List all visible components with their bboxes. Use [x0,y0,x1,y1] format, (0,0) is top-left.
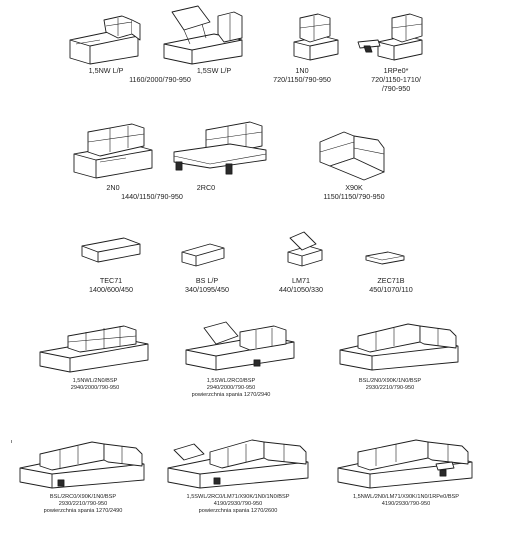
pouf-drawing [181,243,225,267]
pouf-drawing [365,251,405,265]
item-dimensions: 1160/2000/790-950 [129,75,191,84]
item-code: 1,5SW L/P [196,66,232,75]
pouf-drawing [287,231,323,267]
sofa-set-drawing [339,323,459,371]
item-label: 1,5SWL/2RC0/BSP 2940/2000/790-950 powier… [176,378,286,399]
sofa-module-1rpe0 [356,12,436,64]
item-label: 1,5NW L/P [86,66,126,75]
item-code: 1,5NWL/2N0/LM71/X90K/1N0/1RPe0/BSP [352,494,460,500]
set-1-5nwl-2n0-bsp [38,322,158,374]
pouf-tec71 [78,236,144,266]
sleeping-area: powierzchnia spania 1270/2940 [191,392,271,398]
sofa-module-x90k [314,128,394,182]
sofa-module-2n0 [70,123,170,180]
pouf-lm71 [282,230,330,268]
item-code: 1RPe0* [383,66,409,75]
item-code: 2N0 [106,183,120,192]
item-code: TEC71 [99,276,123,285]
item-label: LM71 440/1050/330 [256,276,346,294]
item-code: BSL/2RC0/X90K/1N0/BSP [49,494,117,500]
item-dimensions: 1400/600/450 [89,285,133,294]
item-label: BS L/P 340/1095/450 [162,276,252,294]
sofa-module-1-5nw [60,14,160,66]
item-dimensions: 720/1150-1710/ [371,75,421,84]
set-bsl-2n0-x90k-1n0-bsp [338,316,462,372]
item-dimensions: 1440/1150/790-950 [121,192,183,201]
item-code: BSL/2N0/X90K/1N0/BSP [358,378,422,384]
item-code: 2RC0 [196,183,216,192]
item-code: 1,5SWL/2RC0/BSP [206,378,256,384]
item-label: 2N0 [98,183,128,192]
set-bsl-2rc0-x90k-1n0-bsp [18,438,148,490]
item-dimensions: 2940/2000/790-950 [206,385,256,391]
pouf-bs [178,240,228,268]
item-dimensions-2: /790-950 [381,84,411,93]
item-dimensions: 2930/2210/790-950 [58,501,108,507]
item-code: 1,5NWL/2N0/BSP [72,378,118,384]
sleeping-area: powierzchnia spania 1270/2600 [198,508,278,514]
item-code: 1,5SWL/2RC0/LM71/X90K/1N0/1N0/BSP [186,494,290,500]
item-label: 1,5NWL/2N0/BSP 2940/2000/790-950 [40,378,150,392]
item-code: 1N0 [295,66,309,75]
sofa-module-drawing [319,131,385,181]
sofa-module-2rc0 [170,120,280,178]
sofa-module-drawing [357,13,423,61]
item-code: X90K [345,183,363,192]
margin-mark [11,440,12,443]
sleeping-area: powierzchnia spania 1270/2490 [43,508,123,514]
sofa-module-drawing [73,123,153,179]
item-label: 1,5SW L/P [184,66,244,75]
sofa-set-drawing [185,321,295,371]
item-dimensions: 720/1150/790-950 [273,75,331,84]
sofa-set-drawing [39,325,149,373]
item-code: ZEC71B [377,276,405,285]
item-dimensions: 4190/2930/790-950 [381,501,431,507]
sofa-module-drawing [69,15,141,65]
sofa-module-drawing [293,13,339,61]
item-dimensions: 450/1070/110 [369,285,413,294]
item-label: X90K 1150/1150/790-950 [294,183,414,201]
sofa-set-drawing [19,441,145,489]
item-dimensions: 4190/2930/790-950 [213,501,263,507]
sofa-module-1-5sw [158,4,258,66]
sofa-module-1n0 [286,12,346,64]
sofa-set-drawing [337,439,473,489]
item-label: ZEC71B 450/1070/110 [346,276,436,294]
pouf-drawing [81,237,141,263]
set-1-5nwl-2n0-lm71-x90k-1n0-1rpe0-bsp [336,434,476,490]
item-label: 1,5NWL/2N0/LM71/X90K/1N0/1RPe0/BSP 4190/… [334,494,478,508]
item-dimensions: 2930/2210/790-950 [365,385,415,391]
item-code: 1,5NW L/P [88,66,124,75]
item-label: TEC71 1400/600/450 [66,276,156,294]
item-dimensions: 440/1050/330 [279,285,323,294]
pouf-zec71b [364,250,406,266]
sofa-module-drawing [173,121,267,175]
item-dimensions: 2940/2000/790-950 [70,385,120,391]
sofa-set-drawing [167,439,309,489]
set-1-5swl-2rc0-lm71-x90k-1n0-1n0-bsp [166,432,312,490]
item-dimensions: 1150/1150/790-950 [323,192,385,201]
set-1-5swl-2rc0-bsp [184,318,304,372]
item-code: LM71 [292,276,310,285]
sofa-module-drawing [163,5,243,65]
item-label: 1N0 720/1150/790-950 [262,66,342,84]
item-dimensions: 340/1095/450 [185,285,229,294]
item-code: BS L/P [195,276,219,285]
item-label: 1,5SWL/2RC0/LM71/X90K/1N0/1N0/BSP 4190/2… [168,494,308,515]
item-label: BSL/2N0/X90K/1N0/BSP 2930/2210/790-950 [330,378,450,392]
item-label: 1RPe0* 720/1150-1710/ /790-950 [356,66,436,93]
item-label: BSL/2RC0/X90K/1N0/BSP 2930/2210/790-950 … [18,494,148,515]
item-label: 2RC0 [186,183,226,192]
